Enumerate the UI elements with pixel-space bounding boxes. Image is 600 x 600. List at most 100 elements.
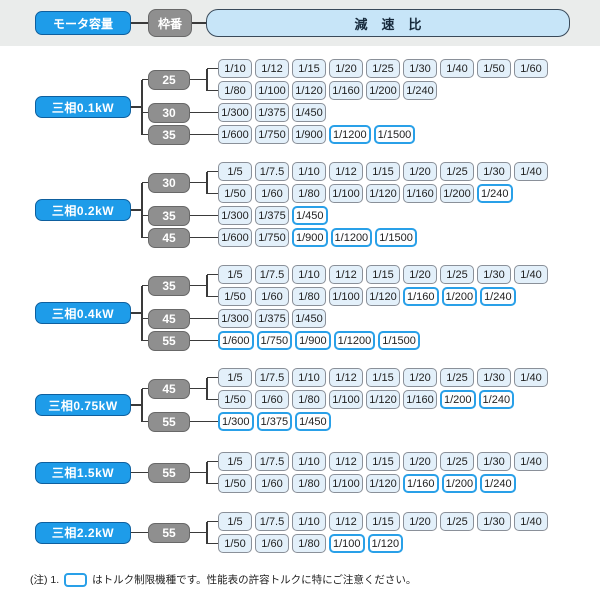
connector-line: [142, 284, 148, 287]
ratio-box: 1/50: [218, 474, 252, 493]
connector-line: [142, 317, 148, 320]
connector-line: [142, 78, 148, 81]
ratio-box: 1/10: [292, 162, 326, 181]
connector-line: [190, 339, 218, 342]
ratio-box: 1/120: [292, 81, 326, 100]
frame-number-box: 55: [148, 411, 190, 432]
connector-line: [190, 531, 207, 534]
ratio-box: 1/120: [366, 474, 400, 493]
frame-number-header: 枠番: [148, 9, 192, 37]
connector-line: [207, 482, 218, 485]
connector-line: [142, 339, 148, 342]
ratio-box: 1/5: [218, 265, 252, 284]
ratio-box: 1/15: [366, 265, 400, 284]
ratio-box: 1/15: [366, 162, 400, 181]
ratio-box-torque-limited: 1/450: [292, 206, 328, 225]
footnote: (注) 1. はトルク制限機種です。性能表の許容トルクに特にご注意ください。: [30, 572, 416, 587]
frame-number-box: 30: [148, 102, 190, 123]
ratio-box: 1/375: [255, 206, 289, 225]
connector-line: [141, 79, 143, 135]
ratio-box-torque-limited: 1/1200: [330, 228, 373, 247]
ratio-box: 1/30: [477, 265, 511, 284]
connector-line: [207, 273, 218, 276]
ratio-box: 1/12: [255, 59, 289, 78]
ratio-box-torque-limited: 1/1200: [329, 125, 371, 144]
ratio-box-torque-limited: 1/240: [478, 390, 515, 409]
motor-capacity-box: 三相0.75kW: [35, 394, 131, 416]
ratio-box: 1/80: [292, 390, 326, 409]
ratio-box-torque-limited: 1/1500: [373, 125, 416, 144]
ratio-box-torque-limited: 1/240: [480, 474, 516, 493]
connector-line: [142, 420, 148, 423]
connector-line: [207, 89, 218, 92]
frame-number-box: 55: [148, 330, 190, 351]
connector-line: [207, 192, 218, 195]
connector-line: [206, 521, 208, 544]
ratio-box: 1/80: [292, 474, 326, 493]
ratio-box: 1/60: [255, 184, 289, 203]
ratio-box: 1/50: [477, 59, 511, 78]
ratio-box: 1/20: [403, 368, 437, 387]
ratio-box: 1/10: [218, 59, 252, 78]
motor-capacity-box: 三相1.5kW: [35, 461, 131, 484]
frame-number-box: 35: [148, 275, 190, 296]
ratio-box: 1/20: [329, 59, 363, 78]
ratio-box: 1/40: [514, 162, 548, 181]
motor-capacity-box: 三相2.2kW: [35, 521, 131, 544]
ratio-box: 1/50: [218, 534, 252, 553]
connector-line: [141, 285, 143, 341]
ratio-box: 1/25: [440, 162, 474, 181]
ratio-box-torque-limited: 1/900: [292, 228, 328, 247]
connector-line: [206, 461, 208, 484]
connector-line: [192, 22, 206, 24]
ratio-box: 1/60: [514, 59, 548, 78]
ratio-box-torque-limited: 1/160: [403, 287, 439, 306]
footnote-text: はトルク制限機種です。性能表の許容トルクに特にご注意ください。: [92, 574, 417, 586]
ratio-box-torque-limited: 1/200: [441, 287, 478, 306]
ratio-box-torque-limited: 1/200: [441, 474, 478, 493]
ratio-box: 1/100: [329, 184, 363, 203]
connector-line: [190, 284, 207, 287]
ratio-box: 1/120: [366, 287, 400, 306]
ratio-box-torque-limited: 1/200: [440, 390, 476, 409]
motor-capacity-header: モータ容量: [35, 11, 131, 35]
ratio-box: 1/10: [292, 265, 326, 284]
ratio-box-torque-limited: 1/450: [295, 412, 331, 431]
connector-line: [131, 22, 148, 24]
connector-line: [207, 542, 218, 545]
ratio-box: 1/60: [255, 390, 289, 409]
ratio-box: 1/80: [292, 184, 326, 203]
frame-number-box: 55: [148, 462, 190, 483]
ratio-box: 1/12: [329, 265, 363, 284]
ratio-box: 1/12: [329, 162, 363, 181]
ratio-box: 1/450: [292, 309, 326, 328]
ratio-box: 1/20: [403, 162, 437, 181]
frame-number-box: 30: [148, 172, 190, 193]
ratio-box: 1/30: [403, 59, 437, 78]
connector-line: [190, 181, 207, 184]
connector-line: [142, 133, 148, 136]
connector-line: [131, 471, 148, 474]
ratio-box: 1/30: [477, 452, 511, 471]
ratio-box: 1/60: [255, 534, 289, 553]
ratio-box: 1/100: [255, 81, 289, 100]
ratio-box: 1/40: [440, 59, 474, 78]
connector-line: [206, 377, 208, 400]
ratio-box: 1/375: [255, 309, 289, 328]
ratio-box: 1/80: [292, 534, 326, 553]
frame-number-box: 45: [148, 227, 190, 248]
connector-line: [207, 295, 218, 298]
connector-line: [207, 520, 218, 523]
ratio-box: 1/15: [292, 59, 326, 78]
connector-line: [190, 111, 218, 114]
